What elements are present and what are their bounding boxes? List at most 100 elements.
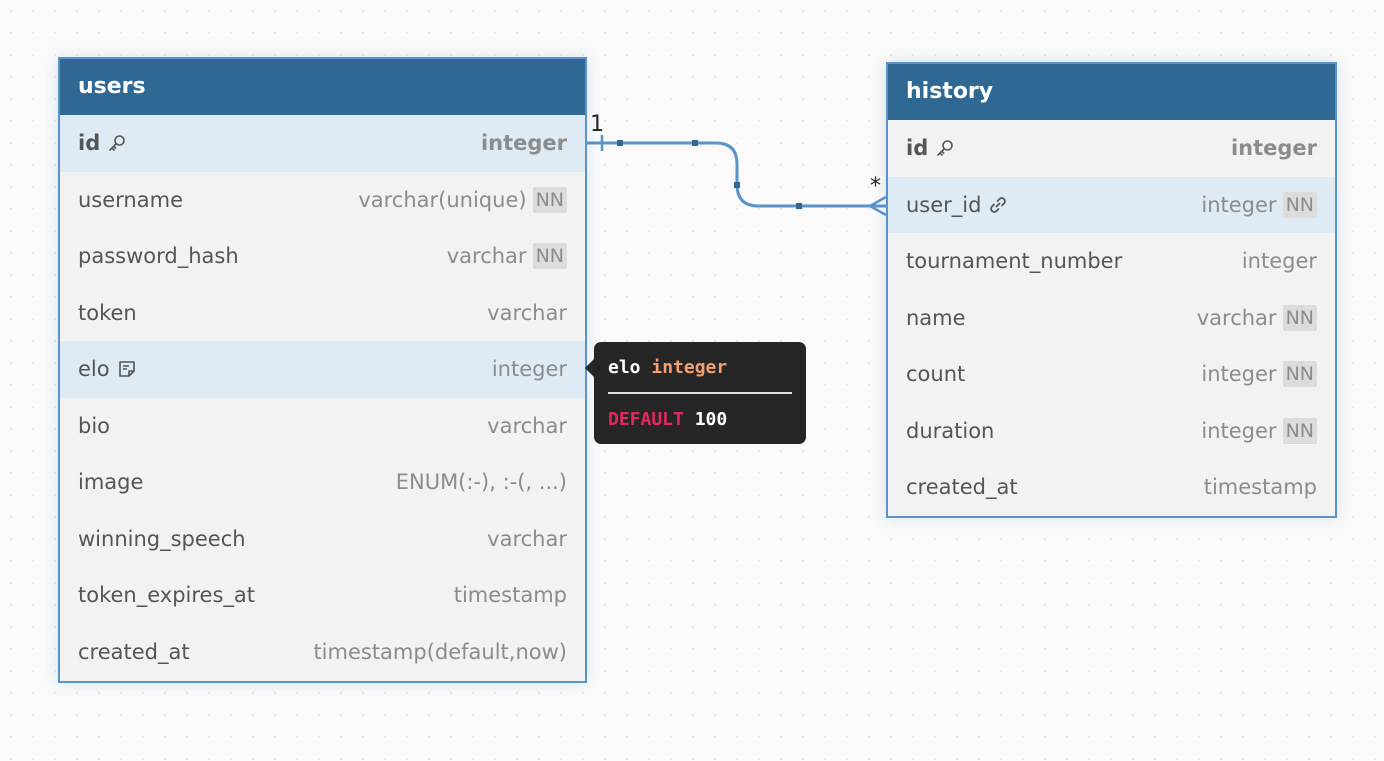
column-type: varchar(unique) (358, 187, 527, 212)
line-handle[interactable] (692, 140, 698, 146)
column-type-group: timestamp (454, 583, 567, 607)
column-type: varchar (446, 244, 527, 269)
column-name: count (906, 362, 965, 386)
not-null-badge: NN (1282, 361, 1317, 388)
tooltip-column-name: elo (608, 357, 641, 378)
key-icon (107, 133, 127, 153)
column-name: tournament_number (906, 249, 1122, 273)
column-type: timestamp (453, 583, 567, 608)
column-name: password_hash (78, 244, 239, 268)
column-type: varchar (487, 526, 567, 551)
users-table-header[interactable]: users (60, 59, 585, 115)
column-type: integer (1201, 418, 1277, 443)
column-name-text: image (78, 470, 144, 495)
not-null-badge: NN (532, 186, 567, 213)
column-type: varchar (487, 300, 567, 325)
column-type-group: varchar(unique)NN (358, 186, 567, 213)
users-column-row-elo[interactable]: elo integer (60, 341, 585, 398)
line-handle[interactable] (796, 203, 802, 209)
column-name-text: password_hash (78, 244, 239, 269)
column-type-group: varchar (487, 414, 567, 438)
link-icon (988, 195, 1008, 215)
column-name: user_id (906, 193, 1008, 217)
history-table-header[interactable]: history (888, 64, 1335, 120)
column-type: timestamp (1203, 475, 1317, 500)
column-name-text: winning_speech (78, 526, 246, 551)
column-name: name (906, 306, 966, 330)
column-type: varchar (487, 413, 567, 438)
column-name: bio (78, 414, 110, 438)
column-name: id (906, 136, 955, 160)
column-type: integer (1230, 136, 1317, 161)
users-column-row-token-expires-at[interactable]: token_expires_at timestamp (60, 567, 585, 624)
column-type: integer (1201, 362, 1277, 387)
column-name-text: id (906, 136, 929, 161)
column-name-text: token (78, 300, 137, 325)
column-type: integer (1241, 249, 1317, 274)
tooltip-column-type: integer (651, 357, 728, 378)
column-type-group: ENUM(:-), :-(, ...) (396, 470, 567, 494)
column-name: image (78, 470, 143, 494)
column-name: id (78, 131, 127, 155)
cardinality-many-label: * (870, 174, 881, 199)
column-name-text: count (906, 362, 966, 387)
column-type-group: integer (1242, 249, 1317, 273)
column-name-text: name (906, 305, 966, 330)
column-name-text: tournament_number (906, 249, 1123, 274)
column-name: winning_speech (78, 527, 246, 551)
column-name: duration (906, 419, 994, 443)
column-type: ENUM(:-), :-(, ...) (395, 470, 567, 495)
column-name: token_expires_at (78, 583, 255, 607)
users-column-row-winning-speech[interactable]: winning_speech varchar (60, 511, 585, 568)
users-column-row-created-at[interactable]: created_at timestamp(default,now) (60, 624, 585, 681)
column-name-text: username (78, 187, 183, 212)
column-name: created_at (78, 640, 190, 664)
column-type: integer (480, 131, 567, 156)
column-tooltip: elo integer DEFAULT 100 (585, 342, 806, 444)
column-type: integer (491, 357, 567, 382)
column-name-text: elo (78, 357, 110, 382)
users-column-row-bio[interactable]: bio varchar (60, 398, 585, 455)
history-column-row-tournament-number[interactable]: tournament_number integer (888, 233, 1335, 290)
column-name-text: user_id (906, 192, 982, 217)
history-column-row-created-at[interactable]: created_at timestamp (888, 459, 1335, 516)
column-name: created_at (906, 475, 1018, 499)
tooltip-divider (608, 392, 792, 394)
column-name-text: bio (78, 413, 111, 438)
not-null-badge: NN (532, 243, 567, 270)
line-handle[interactable] (734, 182, 740, 188)
column-name: username (78, 188, 183, 212)
users-column-row-id[interactable]: id integer (60, 115, 585, 172)
relationship-line[interactable] (586, 141, 886, 208)
line-handle[interactable] (617, 140, 623, 146)
column-type-group: varchar (487, 301, 567, 325)
tooltip-default-value: 100 (694, 409, 728, 430)
note-icon (117, 359, 137, 379)
column-type-group: integer (492, 357, 567, 381)
users-column-row-username[interactable]: username varchar(unique)NN (60, 172, 585, 229)
not-null-badge: NN (1282, 304, 1317, 331)
column-name: token (78, 301, 137, 325)
column-type-group: varchar (487, 527, 567, 551)
column-type-group: timestamp(default,now) (313, 640, 567, 664)
cardinality-one-label: 1 (590, 112, 604, 137)
column-name-text: created_at (78, 639, 190, 664)
users-column-row-image[interactable]: image ENUM(:-), :-(, ...) (60, 454, 585, 511)
users-column-row-token[interactable]: token varchar (60, 285, 585, 342)
tooltip-default-keyword: DEFAULT (608, 409, 684, 430)
column-name-text: token_expires_at (78, 583, 256, 608)
history-column-row-id[interactable]: id integer (888, 120, 1335, 177)
column-name-text: created_at (906, 475, 1018, 500)
